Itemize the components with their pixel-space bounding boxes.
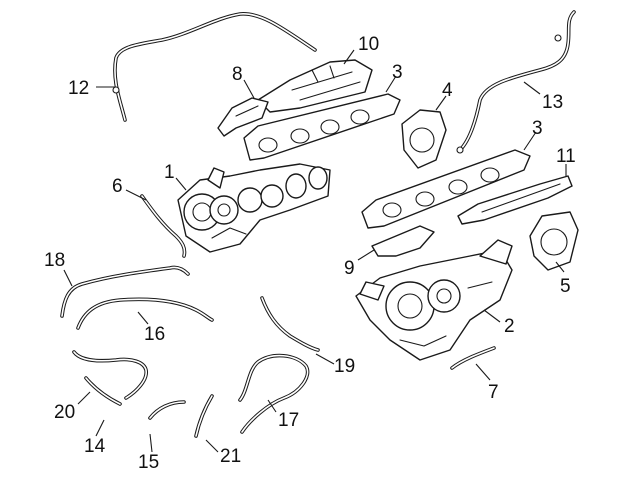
part-13-oil-line xyxy=(456,10,576,154)
callout-5: 5 xyxy=(560,276,571,297)
part-3-gasket-upper xyxy=(243,93,401,161)
part-6-bracket xyxy=(140,194,187,258)
callout-13: 13 xyxy=(542,92,563,113)
callout-labels: 1 2 3 3 4 5 6 7 8 9 10 11 12 13 14 15 16… xyxy=(44,34,576,473)
callout-18: 18 xyxy=(44,250,65,271)
leader-lines xyxy=(63,49,567,453)
part-15-hose xyxy=(148,400,186,420)
part-17-coolant-line xyxy=(238,353,310,434)
part-1-turbocharger-left xyxy=(177,163,331,253)
part-10-heat-shield xyxy=(257,59,373,113)
callout-9: 9 xyxy=(344,258,355,279)
callout-1: 1 xyxy=(164,162,175,183)
callout-6: 6 xyxy=(112,176,123,197)
part-18-oil-line xyxy=(60,265,190,318)
part-7-pipe xyxy=(450,346,496,370)
callout-7: 7 xyxy=(488,382,499,403)
part-3-gasket-lower xyxy=(361,149,531,229)
callout-10: 10 xyxy=(358,34,379,55)
callout-12: 12 xyxy=(68,78,89,99)
callout-8: 8 xyxy=(232,64,243,85)
callout-11: 11 xyxy=(556,146,576,167)
callout-14: 14 xyxy=(84,436,106,457)
callout-20: 20 xyxy=(54,402,75,423)
part-19-coolant-line xyxy=(260,296,320,352)
callout-16: 16 xyxy=(144,324,165,345)
part-14-hose xyxy=(84,376,122,406)
part-20-coolant-line xyxy=(72,350,148,400)
part-21-line xyxy=(194,394,214,438)
part-9-shield xyxy=(371,225,435,257)
part-16-oil-line xyxy=(76,297,214,330)
callout-4: 4 xyxy=(442,80,453,101)
part-8-heat-shield xyxy=(217,97,269,137)
callout-3-lower: 3 xyxy=(532,118,543,139)
callout-21: 21 xyxy=(220,446,241,467)
callout-2: 2 xyxy=(504,316,515,337)
callout-17: 17 xyxy=(278,410,299,431)
part-5-flange-gasket xyxy=(529,211,579,271)
part-11-heat-shield xyxy=(457,175,573,225)
callout-19: 19 xyxy=(334,356,355,377)
part-4-turbo-gasket xyxy=(401,109,447,169)
callout-15: 15 xyxy=(138,452,159,473)
part-2-turbocharger-right xyxy=(355,239,513,361)
callout-3-upper: 3 xyxy=(392,62,403,83)
